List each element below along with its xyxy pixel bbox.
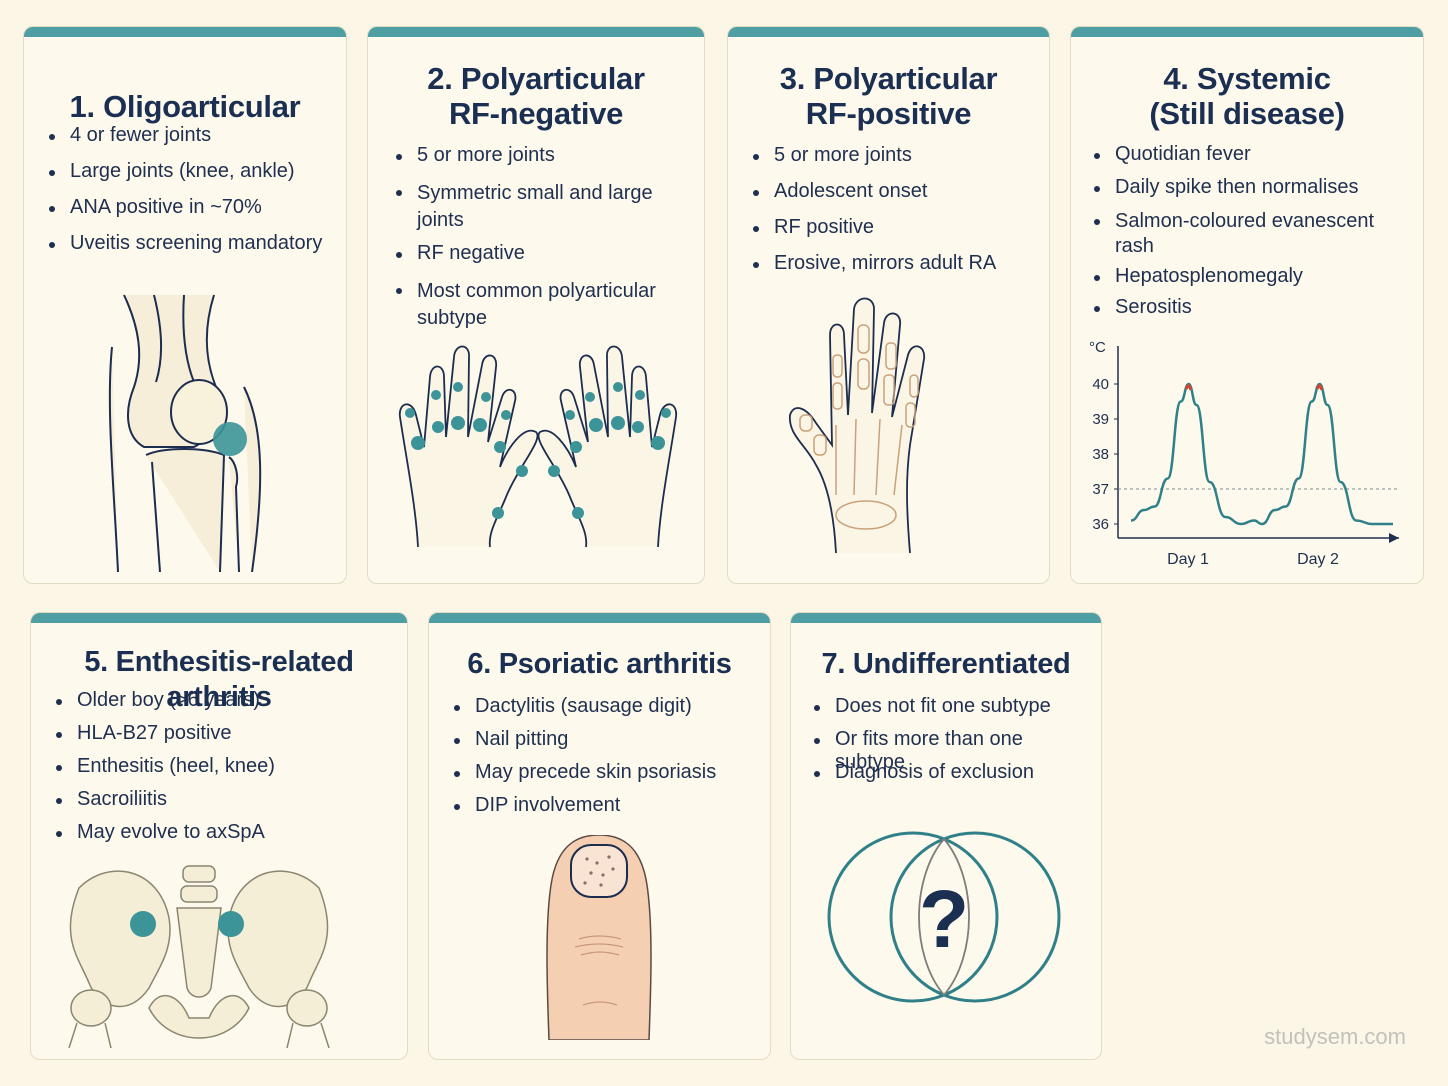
bullet-item: DIP involvement <box>453 794 763 827</box>
bullet-item: Large joints (knee, ankle) <box>48 160 338 196</box>
bullet-item: May precede skin psoriasis <box>453 761 763 794</box>
bullet-item: Symmetric small and large joints <box>395 180 695 242</box>
fever-chart: °C 40 39 38 37 36 Day 1 Day 2 <box>1089 339 1399 568</box>
bullet-item: Older boy (>6 years) <box>55 689 395 722</box>
bullet-item: ANA positive in ~70% <box>48 196 338 232</box>
card-accent-bar <box>24 27 346 37</box>
card-title: 7. Undifferentiated <box>821 648 1071 680</box>
card-accent-bar <box>791 613 1101 623</box>
bullet-item: Uveitis screening mandatory <box>48 232 338 268</box>
bullet-item: Diagnosis of exclusion <box>813 761 1098 794</box>
hand-skeleton-icon <box>789 297 925 554</box>
bullet-item: 5 or more joints <box>395 144 695 180</box>
bullet-item: Does not fit one subtype <box>813 695 1098 728</box>
card-title: 1. Oligoarticular <box>69 89 301 124</box>
card-systemic: 4. Systemic (Still disease) Quotidian fe… <box>1070 26 1424 584</box>
finger-nail-icon <box>546 835 652 1040</box>
card-polyarticular-rf-negative: 2. Polyarticular RF-negative 5 or more j… <box>367 26 705 584</box>
card-title-line-2: (Still disease) <box>1149 96 1345 131</box>
card-oligoarticular: 1. Oligoarticular 4 or fewer joints Larg… <box>23 26 347 584</box>
fever-peak-highlight <box>1316 384 1324 391</box>
x-axis-arrow <box>1389 533 1399 543</box>
bullet-item: Enthesitis (heel, knee) <box>55 755 395 788</box>
pelvis-icon <box>68 865 330 1048</box>
bullet-item: Nail pitting <box>453 728 763 761</box>
card-title-line-1: 4. Systemic <box>1163 61 1331 96</box>
bullet-list: Quotidian fever Daily spike then normali… <box>1093 143 1413 327</box>
y-tick-label: 39 <box>1092 411 1109 428</box>
bullet-list: 5 or more joints Symmetric small and lar… <box>395 144 695 340</box>
bullet-item: Or fits more than one subtype <box>813 728 1098 773</box>
card-accent-bar <box>368 27 704 37</box>
card-accent-bar <box>31 613 407 623</box>
bullet-item: Daily spike then normalises <box>1093 176 1413 209</box>
bullet-list: Does not fit one subtype Or fits more th… <box>813 695 1098 794</box>
bullet-item: Salmon-coloured evanescent rash <box>1093 209 1413 265</box>
bullet-item: Dactylitis (sausage digit) <box>453 695 763 728</box>
card-title-line-1: 3. Polyarticular <box>779 61 998 96</box>
card-psoriatic-arthritis: 6. Psoriatic arthritis Dactylitis (sausa… <box>428 612 771 1060</box>
bullet-item: Serositis <box>1093 296 1413 327</box>
temperature-series-line <box>1130 382 1393 526</box>
bullet-list: Older boy (>6 years) HLA-B27 positive En… <box>55 689 395 854</box>
bullet-item: RF negative <box>395 242 695 278</box>
bullet-item: Most common polyarticular subtype <box>395 278 695 340</box>
card-title: 5. Enthesitis-related arthritis <box>84 646 354 713</box>
y-tick-label: 38 <box>1092 446 1109 463</box>
y-axis-unit: °C <box>1089 339 1106 356</box>
y-tick-label: 37 <box>1092 481 1109 498</box>
card-title-line-2: RF-negative <box>448 96 624 131</box>
bullet-item: HLA-B27 positive <box>55 722 395 755</box>
question-mark-icon: ? <box>919 874 969 965</box>
bullet-item: RF positive <box>752 216 1042 252</box>
bullet-list: 5 or more joints Adolescent onset RF pos… <box>752 144 1042 288</box>
knee-joint-icon <box>108 294 262 572</box>
bullet-item: Sacroiliitis <box>55 788 395 821</box>
bullet-item: Hepatosplenomegaly <box>1093 265 1413 296</box>
card-title: 6. Psoriatic arthritis <box>467 648 732 680</box>
bullet-list: 4 or fewer joints Large joints (knee, an… <box>48 124 338 268</box>
bullet-list: Dactylitis (sausage digit) Nail pitting … <box>453 695 763 827</box>
fever-peak-highlight <box>1185 384 1193 391</box>
bullet-item: Adolescent onset <box>752 180 1042 216</box>
x-label-day-2: Day 2 <box>1297 551 1339 568</box>
card-undifferentiated: 7. Undifferentiated Does not fit one sub… <box>790 612 1102 1060</box>
card-accent-bar <box>429 613 770 623</box>
card-accent-bar <box>728 27 1049 37</box>
bullet-item: 4 or fewer joints <box>48 124 338 160</box>
bullet-item: 5 or more joints <box>752 144 1042 180</box>
card-accent-bar <box>1071 27 1423 37</box>
card-enthesitis-related: 5. Enthesitis-related arthritis Older bo… <box>30 612 408 1060</box>
card-title-line-2: RF-positive <box>805 96 972 131</box>
venn-question-icon: ? <box>827 831 1061 1003</box>
y-tick-label: 40 <box>1092 376 1109 393</box>
bullet-item: May evolve to axSpA <box>55 821 395 854</box>
bullet-item: Erosive, mirrors adult RA <box>752 252 1042 288</box>
card-polyarticular-rf-positive: 3. Polyarticular RF-positive 5 or more j… <box>727 26 1050 584</box>
card-title-line-1: 2. Polyarticular <box>427 61 645 96</box>
x-label-day-1: Day 1 <box>1167 551 1209 568</box>
y-tick-label: 36 <box>1092 516 1109 533</box>
bullet-item: Quotidian fever <box>1093 143 1413 176</box>
two-hands-icon <box>399 345 677 548</box>
watermark: studysem.com <box>1264 1024 1406 1049</box>
